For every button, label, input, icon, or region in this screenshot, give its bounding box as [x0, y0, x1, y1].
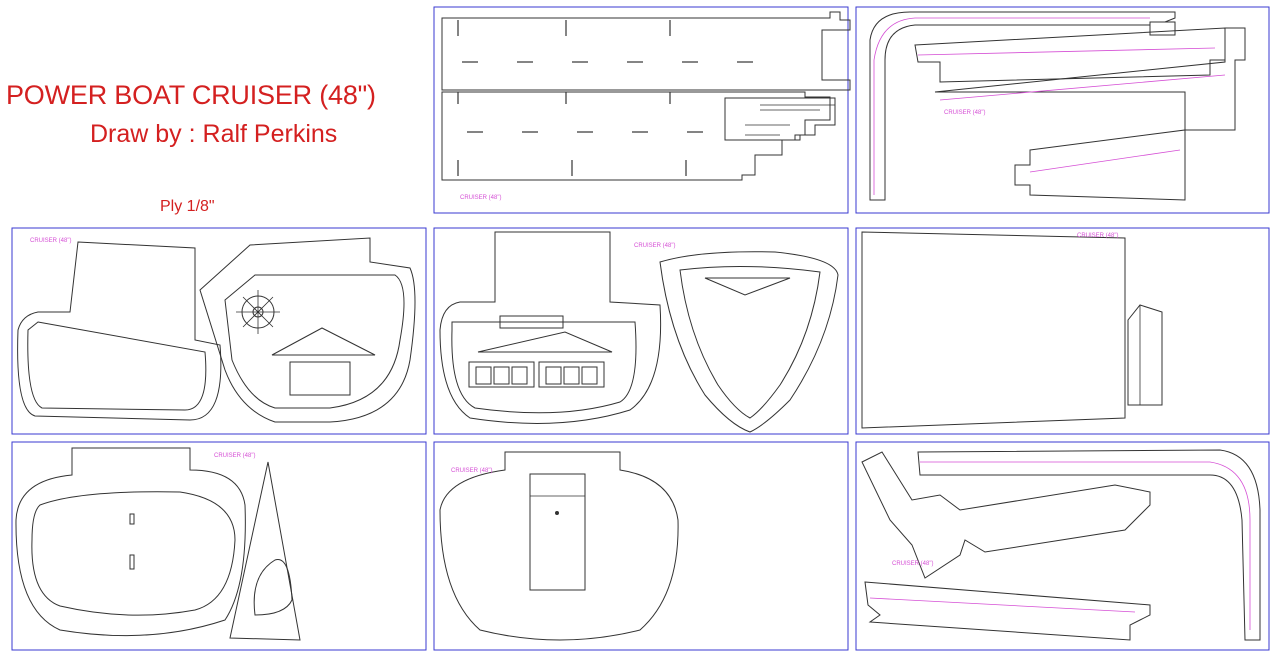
- gunwale-part: [869, 11, 1176, 201]
- bow-bulkhead-window: [679, 265, 821, 419]
- deck-strip-part: [441, 11, 851, 91]
- sheet-tag: CRUISER (48"): [944, 110, 985, 116]
- side-wall-window: [27, 321, 207, 411]
- bulkhead-part: [439, 231, 662, 424]
- gunwale-part: [914, 27, 1226, 83]
- triangle-part: [477, 331, 613, 353]
- sheet-tag: CRUISER (48"): [451, 468, 492, 474]
- notch-marks: [457, 20, 687, 176]
- small-part: [1149, 21, 1176, 36]
- sheet-tag: CRUISER (48"): [460, 195, 501, 201]
- guide-line: [869, 597, 1136, 613]
- front-panel-window: [224, 274, 405, 409]
- guide-line: [939, 74, 1226, 101]
- plan-title: POWER BOAT CRUISER (48"): [6, 80, 376, 110]
- door-part: [289, 361, 351, 396]
- cabin-top-part: [15, 447, 246, 637]
- sheet-keel: CRUISER (48"): [855, 441, 1270, 651]
- plan-author: Draw by : Ralf Perkins: [90, 120, 338, 148]
- cabin-top-window: [31, 491, 236, 616]
- deck-strip-part: [441, 91, 831, 181]
- transom-cutout: [529, 473, 586, 591]
- sheet-gunwales: CRUISER (48"): [855, 6, 1270, 214]
- plan-material: Ply 1/8": [160, 198, 215, 215]
- roof-tab-part: [1127, 304, 1163, 406]
- sheet-deck-strips: CRUISER (48"): [433, 6, 851, 214]
- guide-line: [1029, 149, 1181, 173]
- sheet-tag: CRUISER (48"): [30, 238, 71, 244]
- guide-line: [920, 461, 1251, 630]
- sheet-border: [433, 6, 849, 214]
- mount-hole: [555, 511, 559, 515]
- sheet-transom: CRUISER (48"): [433, 441, 849, 651]
- sheet-border: [11, 227, 427, 435]
- wheel-spokes: [236, 290, 280, 334]
- sheet-tag: CRUISER (48"): [634, 243, 675, 249]
- sheet-cabin-top: CRUISER (48"): [11, 441, 427, 651]
- triangle-part: [704, 277, 791, 296]
- sheet-border: [855, 441, 1270, 651]
- bulkhead-slot: [499, 315, 564, 329]
- windshield-frame-part: [229, 461, 301, 641]
- sheet-border: [855, 6, 1270, 214]
- front-panel-part: [199, 237, 416, 423]
- windshield-frame-window: [253, 559, 293, 616]
- roof-panel-part: [861, 231, 1126, 429]
- sheet-border: [433, 441, 849, 651]
- sheet-wheelhouse: CRUISER (48"): [11, 227, 427, 435]
- sheet-tag: CRUISER (48"): [214, 453, 255, 459]
- side-wall-part: [17, 241, 222, 421]
- sheet-tag: CRUISER (48"): [1077, 233, 1118, 239]
- stair-step-part: [724, 97, 836, 141]
- bow-bulkhead-part: [659, 251, 839, 433]
- gunwale-part: [934, 27, 1246, 131]
- transom-part: [439, 451, 679, 641]
- stair-step-lines: [745, 104, 835, 136]
- sheet-bulkheads: CRUISER (48"): [433, 227, 849, 435]
- window-cutouts: [468, 361, 605, 388]
- guide-line: [873, 17, 1150, 195]
- bulkhead-window: [451, 321, 637, 414]
- chine-part: [864, 581, 1151, 641]
- slot: [129, 554, 135, 570]
- chine-part: [917, 449, 1261, 641]
- guide-line: [917, 47, 1216, 56]
- slot-marks: [462, 61, 753, 133]
- triangle-part: [271, 327, 376, 356]
- keel-part: [861, 451, 1151, 579]
- sheet-border: [855, 227, 1270, 435]
- gunwale-part: [1014, 129, 1186, 201]
- slot: [129, 513, 135, 525]
- sheet-tag: CRUISER (48"): [892, 561, 933, 567]
- sheet-border: [433, 227, 849, 435]
- sheet-roof: CRUISER (48"): [855, 227, 1270, 435]
- sheet-border: [11, 441, 427, 651]
